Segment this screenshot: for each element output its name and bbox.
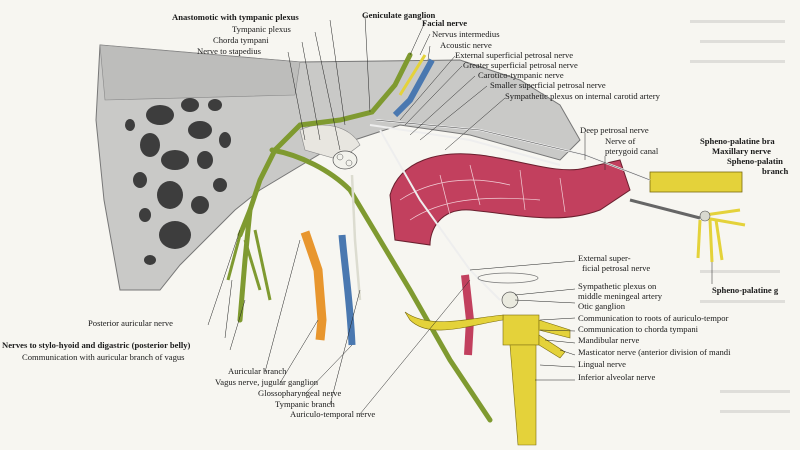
label-masticator-nerve: Masticator nerve (anterior division of m… [578, 347, 731, 357]
label-sympathetic-meningeal-2: middle meningeal artery [578, 291, 663, 301]
label-communication-vagus: Communication with auricular branch of v… [22, 352, 185, 362]
label-mandibular-nerve: Mandibular nerve [578, 335, 640, 345]
leader-lines [207, 15, 713, 415]
middle-meningeal-artery [461, 274, 475, 356]
spheno-palatine-branches [696, 208, 746, 263]
labels: Anastomotic with tympanic plexus Tympani… [2, 10, 788, 419]
label-otic-ganglion: Otic ganglion [578, 301, 626, 311]
label-facial-nerve: Facial nerve [422, 18, 467, 28]
label-nerve-of: Nerve of [605, 136, 635, 146]
label-nerve-to-stapedius: Nerve to stapedius [197, 46, 262, 56]
label-glossopharyngeal: Glossopharyngeal nerve [258, 388, 341, 398]
label-spheno-palatine-2: Spheno-palatin [727, 156, 783, 166]
label-nerves-stylohyoid: Nerves to stylo-hyoid and digastric (pos… [2, 340, 191, 350]
label-greater-superficial-petrosal: Greater superficial petrosal nerve [463, 60, 578, 70]
label-chorda-tympani: Chorda tympani [213, 35, 269, 45]
label-auriculo-temporal: Auriculo-temporal nerve [290, 409, 375, 419]
internal-carotid-artery [389, 153, 631, 246]
label-communication-auriculo: Communication to roots of auriculo-tempo… [578, 313, 728, 323]
label-carotico-tympanic: Carotico-tympanic nerve [478, 70, 564, 80]
label-inferior-alveolar: Inferior alveolar nerve [578, 372, 655, 382]
glossopharyngeal-nerve [350, 174, 362, 301]
carotid-plexus-lines [399, 164, 566, 221]
label-smaller-superficial-petrosal: Smaller superficial petrosal nerve [490, 80, 606, 90]
label-branch: branch [762, 166, 788, 176]
mandibular-nerve [404, 311, 571, 446]
background-text-fade [690, 20, 790, 413]
spheno-palatine-ganglion-cylinder [649, 171, 743, 193]
label-spheno-palatine-branch: Spheno-palatine bra [700, 136, 775, 146]
blue-vein [338, 234, 356, 346]
label-geniculate-ganglion: Geniculate ganglion [362, 10, 436, 20]
label-sympathetic-meningeal-1: Sympathetic plexus on [578, 281, 657, 291]
facial-nerve-path [237, 52, 493, 423]
label-deep-petrosal: Deep petrosal nerve [580, 125, 649, 135]
tympanic-plexus [332, 150, 358, 170]
label-acoustic-nerve: Acoustic nerve [440, 40, 492, 50]
otic-ganglion [477, 272, 539, 309]
label-tympanic-plexus: Tympanic plexus [232, 24, 291, 34]
orange-nerve [300, 230, 327, 341]
label-maxillary-nerve: Maxillary nerve [712, 146, 771, 156]
label-nervus-intermedius: Nervus intermedius [432, 29, 500, 39]
label-external-superficial-petrosal: External superficial petrosal nerve [455, 50, 573, 60]
nervus-intermedius [398, 54, 427, 96]
label-lingual-nerve: Lingual nerve [578, 359, 626, 369]
label-external-superficial-2: ficial petrosal nerve [582, 263, 650, 273]
facial-nerve-branches [226, 229, 272, 301]
mastoid-air-cells [125, 98, 231, 265]
acoustic-nerve [392, 58, 435, 118]
label-communication-chorda: Communication to chorda tympani [578, 324, 699, 334]
label-anastomotic: Anastomotic with tympanic plexus [172, 12, 299, 22]
label-spheno-palatine-g: Spheno-palatine g [712, 285, 779, 295]
label-pterygoid-canal: pterygoid canal [605, 146, 659, 156]
label-auricular-branch: Auricular branch [228, 366, 287, 376]
label-external-superficial-1: External super- [578, 253, 631, 263]
label-tympanic-branch: Tympanic branch [275, 399, 335, 409]
label-vagus-jugular: Vagus nerve, jugular ganglion [215, 377, 319, 387]
temporal-bone [95, 44, 581, 291]
label-sympathetic-plexus-carotid: Sympathetic plexus on internal carotid a… [505, 91, 661, 101]
label-posterior-auricular: Posterior auricular nerve [88, 318, 173, 328]
